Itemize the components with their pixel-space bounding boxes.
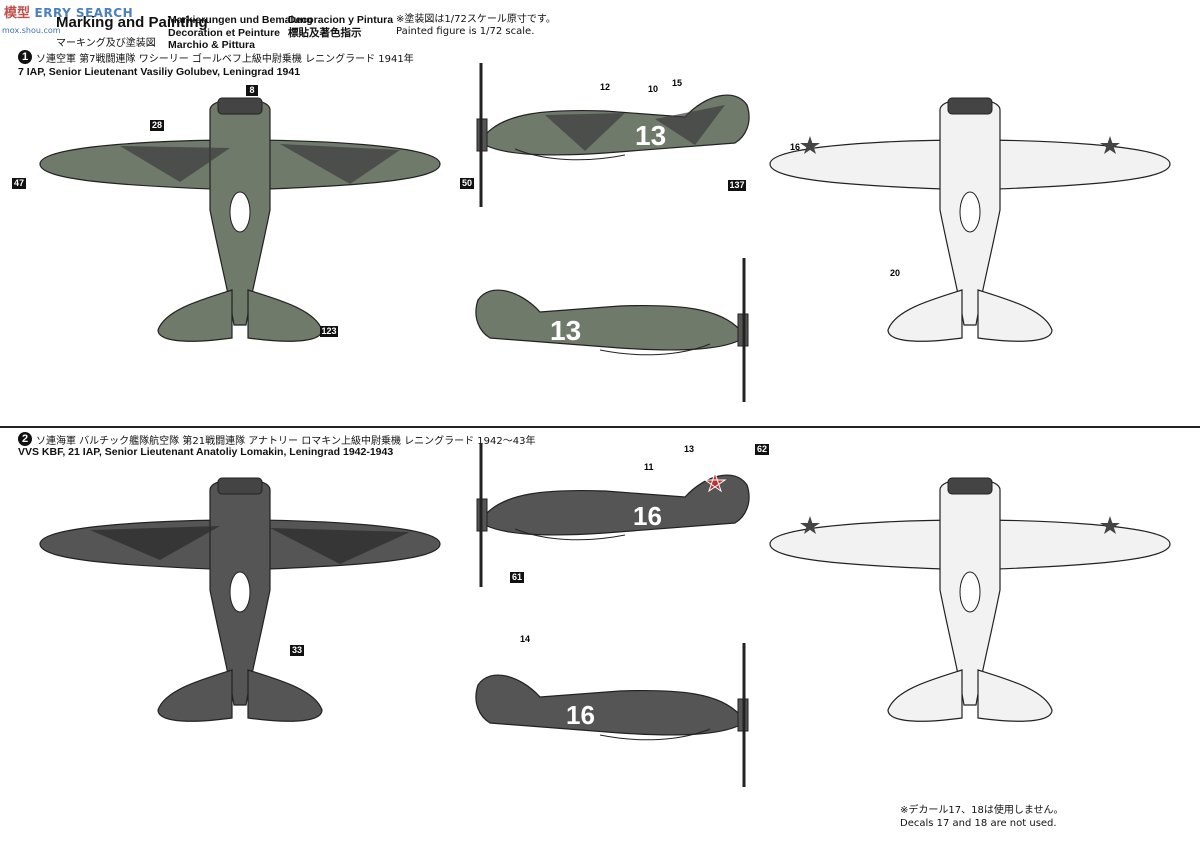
callout-33: 33 [292, 645, 302, 655]
scheme-2-title-jp: ソ連海軍 バルチック艦隊航空隊 第21戦闘連隊 アナトリー ロマキン上級中尉乗機… [36, 436, 536, 447]
section-divider [0, 426, 1200, 428]
scheme-1-number-left: 13 [635, 120, 666, 151]
scheme-2-number-left: 16 [633, 501, 662, 531]
watermark-url: mox.shou.com [2, 26, 61, 35]
scheme-2-side-view-left: 16 [475, 441, 751, 589]
title-de: Markierungen und Bemalung [168, 14, 313, 26]
scheme-2-number-right: 16 [566, 700, 595, 730]
page-title: Marking and Painting [56, 14, 208, 31]
callout-labels: 8 28 47 50 123 137 62 61 33 20 16 12 15 … [12, 78, 900, 656]
scheme-2-top-view [39, 477, 441, 722]
callout-62: 62 [757, 444, 767, 454]
scheme-2-title-en: VVS KBF, 21 IAP, Senior Lieutenant Anato… [18, 446, 394, 458]
callout-12: 12 [600, 82, 610, 92]
decal-note: ※デカール17、18は使用しません。 Decals 17 and 18 are … [900, 804, 1064, 830]
decal-note-jp: ※デカール17、18は使用しません。 [900, 805, 1064, 816]
scheme-1-title-en: 7 IAP, Senior Lieutenant Vasiliy Golubev… [18, 66, 301, 78]
scheme-1-title-jp: ソ連空軍 第7戦闘連隊 ワシーリー ゴールベフ上級中尉乗機 レニングラード 19… [36, 54, 414, 65]
callout-16: 16 [790, 142, 800, 152]
callout-47: 47 [14, 178, 24, 188]
scheme-1-badge: 1 [18, 50, 32, 64]
scheme-2-side-view-right [474, 641, 750, 789]
callout-8: 8 [249, 85, 254, 95]
scheme-1-bottom-view [769, 97, 1171, 342]
scheme-2-bottom-view [769, 477, 1171, 722]
page-title-jp: マーキング及び塗装図 [56, 38, 156, 49]
scheme-2-badge: 2 [18, 432, 32, 446]
callout-10: 10 [648, 84, 658, 94]
scale-note: ※塗装図は1/72スケール原寸です。 Painted figure is 1/7… [396, 14, 556, 38]
multilang-titles: Markierungen und Bemalung Decoration et … [168, 14, 313, 52]
scheme-1-number-right: 13 [550, 315, 581, 346]
callout-61: 61 [512, 572, 522, 582]
callout-11: 11 [644, 462, 654, 472]
callout-14: 14 [520, 634, 530, 644]
callout-123: 123 [321, 326, 336, 336]
scheme-1-side-view-right [474, 256, 750, 404]
multilang-titles-2: Decoracion y Pintura 標貼及著色指示 [288, 14, 393, 39]
callout-15: 15 [672, 78, 682, 88]
watermark-tag: ERRY SEARCH [34, 6, 134, 20]
callout-13: 13 [684, 444, 694, 454]
title-it: Marchio & Pittura [168, 39, 255, 51]
scheme-1-top-view [39, 97, 441, 342]
callout-20: 20 [890, 268, 900, 278]
scale-note-jp: ※塗装図は1/72スケール原寸です。 [396, 14, 556, 25]
title-es: Decoracion y Pintura [288, 14, 394, 26]
scale-note-en: Painted figure is 1/72 scale. [396, 26, 535, 37]
watermark-site: 模型 [4, 6, 31, 21]
watermark: 模型 ERRY SEARCH [4, 2, 133, 21]
title-cn: 標貼及著色指示 [288, 26, 362, 39]
decal-note-en: Decals 17 and 18 are not used. [900, 818, 1057, 829]
scheme-1-side-view-left: 13 [475, 61, 751, 209]
title-fr: Decoration et Peinture [168, 26, 281, 39]
callout-28: 28 [152, 120, 162, 130]
callout-137: 137 [729, 180, 744, 190]
callout-50: 50 [462, 178, 472, 188]
